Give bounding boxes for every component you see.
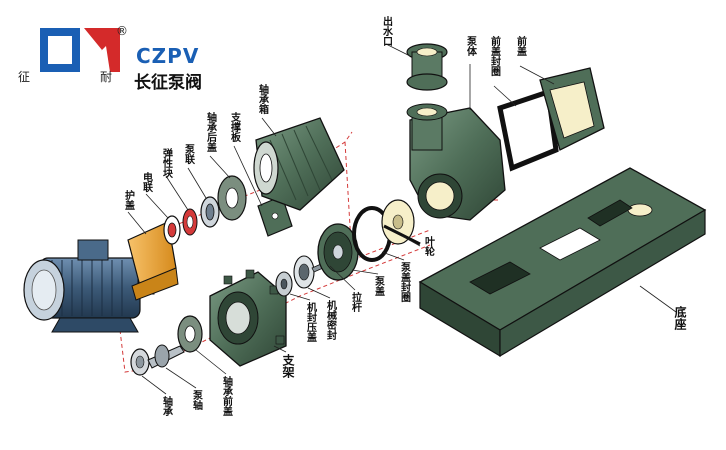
- label-bracket: 支架: [281, 353, 295, 379]
- label-bearing: 轴承: [161, 395, 173, 417]
- pump-shaft: [147, 344, 185, 369]
- bracket: [209, 269, 287, 367]
- label-support-plate: 支撑板: [229, 111, 242, 143]
- label-motor-coupling: 电联: [141, 171, 153, 193]
- brand-chinese-name: 长征泵阀: [134, 73, 202, 93]
- company-logo: ® 征 耐 CZPV 长征泵阀: [18, 10, 218, 93]
- label-pump-shaft: 泵轴: [191, 390, 203, 411]
- label-leaders: [127, 43, 677, 395]
- elastic-block: [182, 208, 198, 236]
- pump-cover: [317, 223, 359, 281]
- base: [418, 167, 707, 358]
- label-bearing-front-cover: 轴承前盖: [221, 375, 233, 416]
- label-guard: 护盖: [123, 189, 135, 210]
- front-cover: [539, 67, 605, 151]
- label-pump-cover-seal: 泵盖封圈: [399, 262, 411, 303]
- outlet: [406, 43, 448, 91]
- bearing-rear-cover: [217, 175, 247, 221]
- pump-body: [406, 103, 506, 221]
- label-impeller: 叶轮: [423, 235, 435, 257]
- pump-coupling: [200, 196, 220, 228]
- label-base: 底座: [673, 305, 687, 331]
- label-pull-rod: 拉杆: [350, 291, 362, 313]
- part-labels: 出水口 泵体 前盖封圈 前盖 轴承箱 支撑板 轴承后盖 泵联 弹性块 电联 护盖…: [123, 15, 688, 417]
- bearing-box: [253, 117, 345, 211]
- label-bearing-rear-cover: 轴承后盖: [205, 111, 217, 152]
- logo-mark-icon: [40, 28, 120, 72]
- coupling-guard: [127, 221, 179, 301]
- front-cover-seal: [497, 88, 559, 172]
- registered-mark: ®: [116, 24, 128, 38]
- motor-coupling: [163, 215, 181, 245]
- label-pump-coupling: 泵联: [183, 144, 195, 165]
- label-pump-cover: 泵盖: [373, 276, 385, 296]
- bearing: [130, 348, 150, 376]
- label-front-cover-seal: 前盖封圈: [489, 35, 501, 77]
- label-outlet: 出水口: [381, 15, 394, 46]
- label-elastic-block: 弹性块: [161, 147, 174, 179]
- label-seal-gland: 机封压盖: [305, 301, 317, 342]
- seal-gland: [275, 271, 293, 297]
- label-pump-body: 泵体: [465, 36, 477, 57]
- logo-mid-char: 耐: [100, 70, 113, 84]
- bearing-front-cover: [177, 315, 203, 353]
- brand-latin-name: CZPV: [136, 44, 200, 68]
- label-front-cover: 前盖: [515, 35, 527, 56]
- label-mech-seal: 机械密封: [325, 299, 337, 341]
- label-bearing-box: 轴承箱: [257, 83, 269, 115]
- logo-left-char: 征: [18, 70, 31, 84]
- mechanical-seal: [293, 255, 315, 289]
- impeller: [381, 199, 421, 246]
